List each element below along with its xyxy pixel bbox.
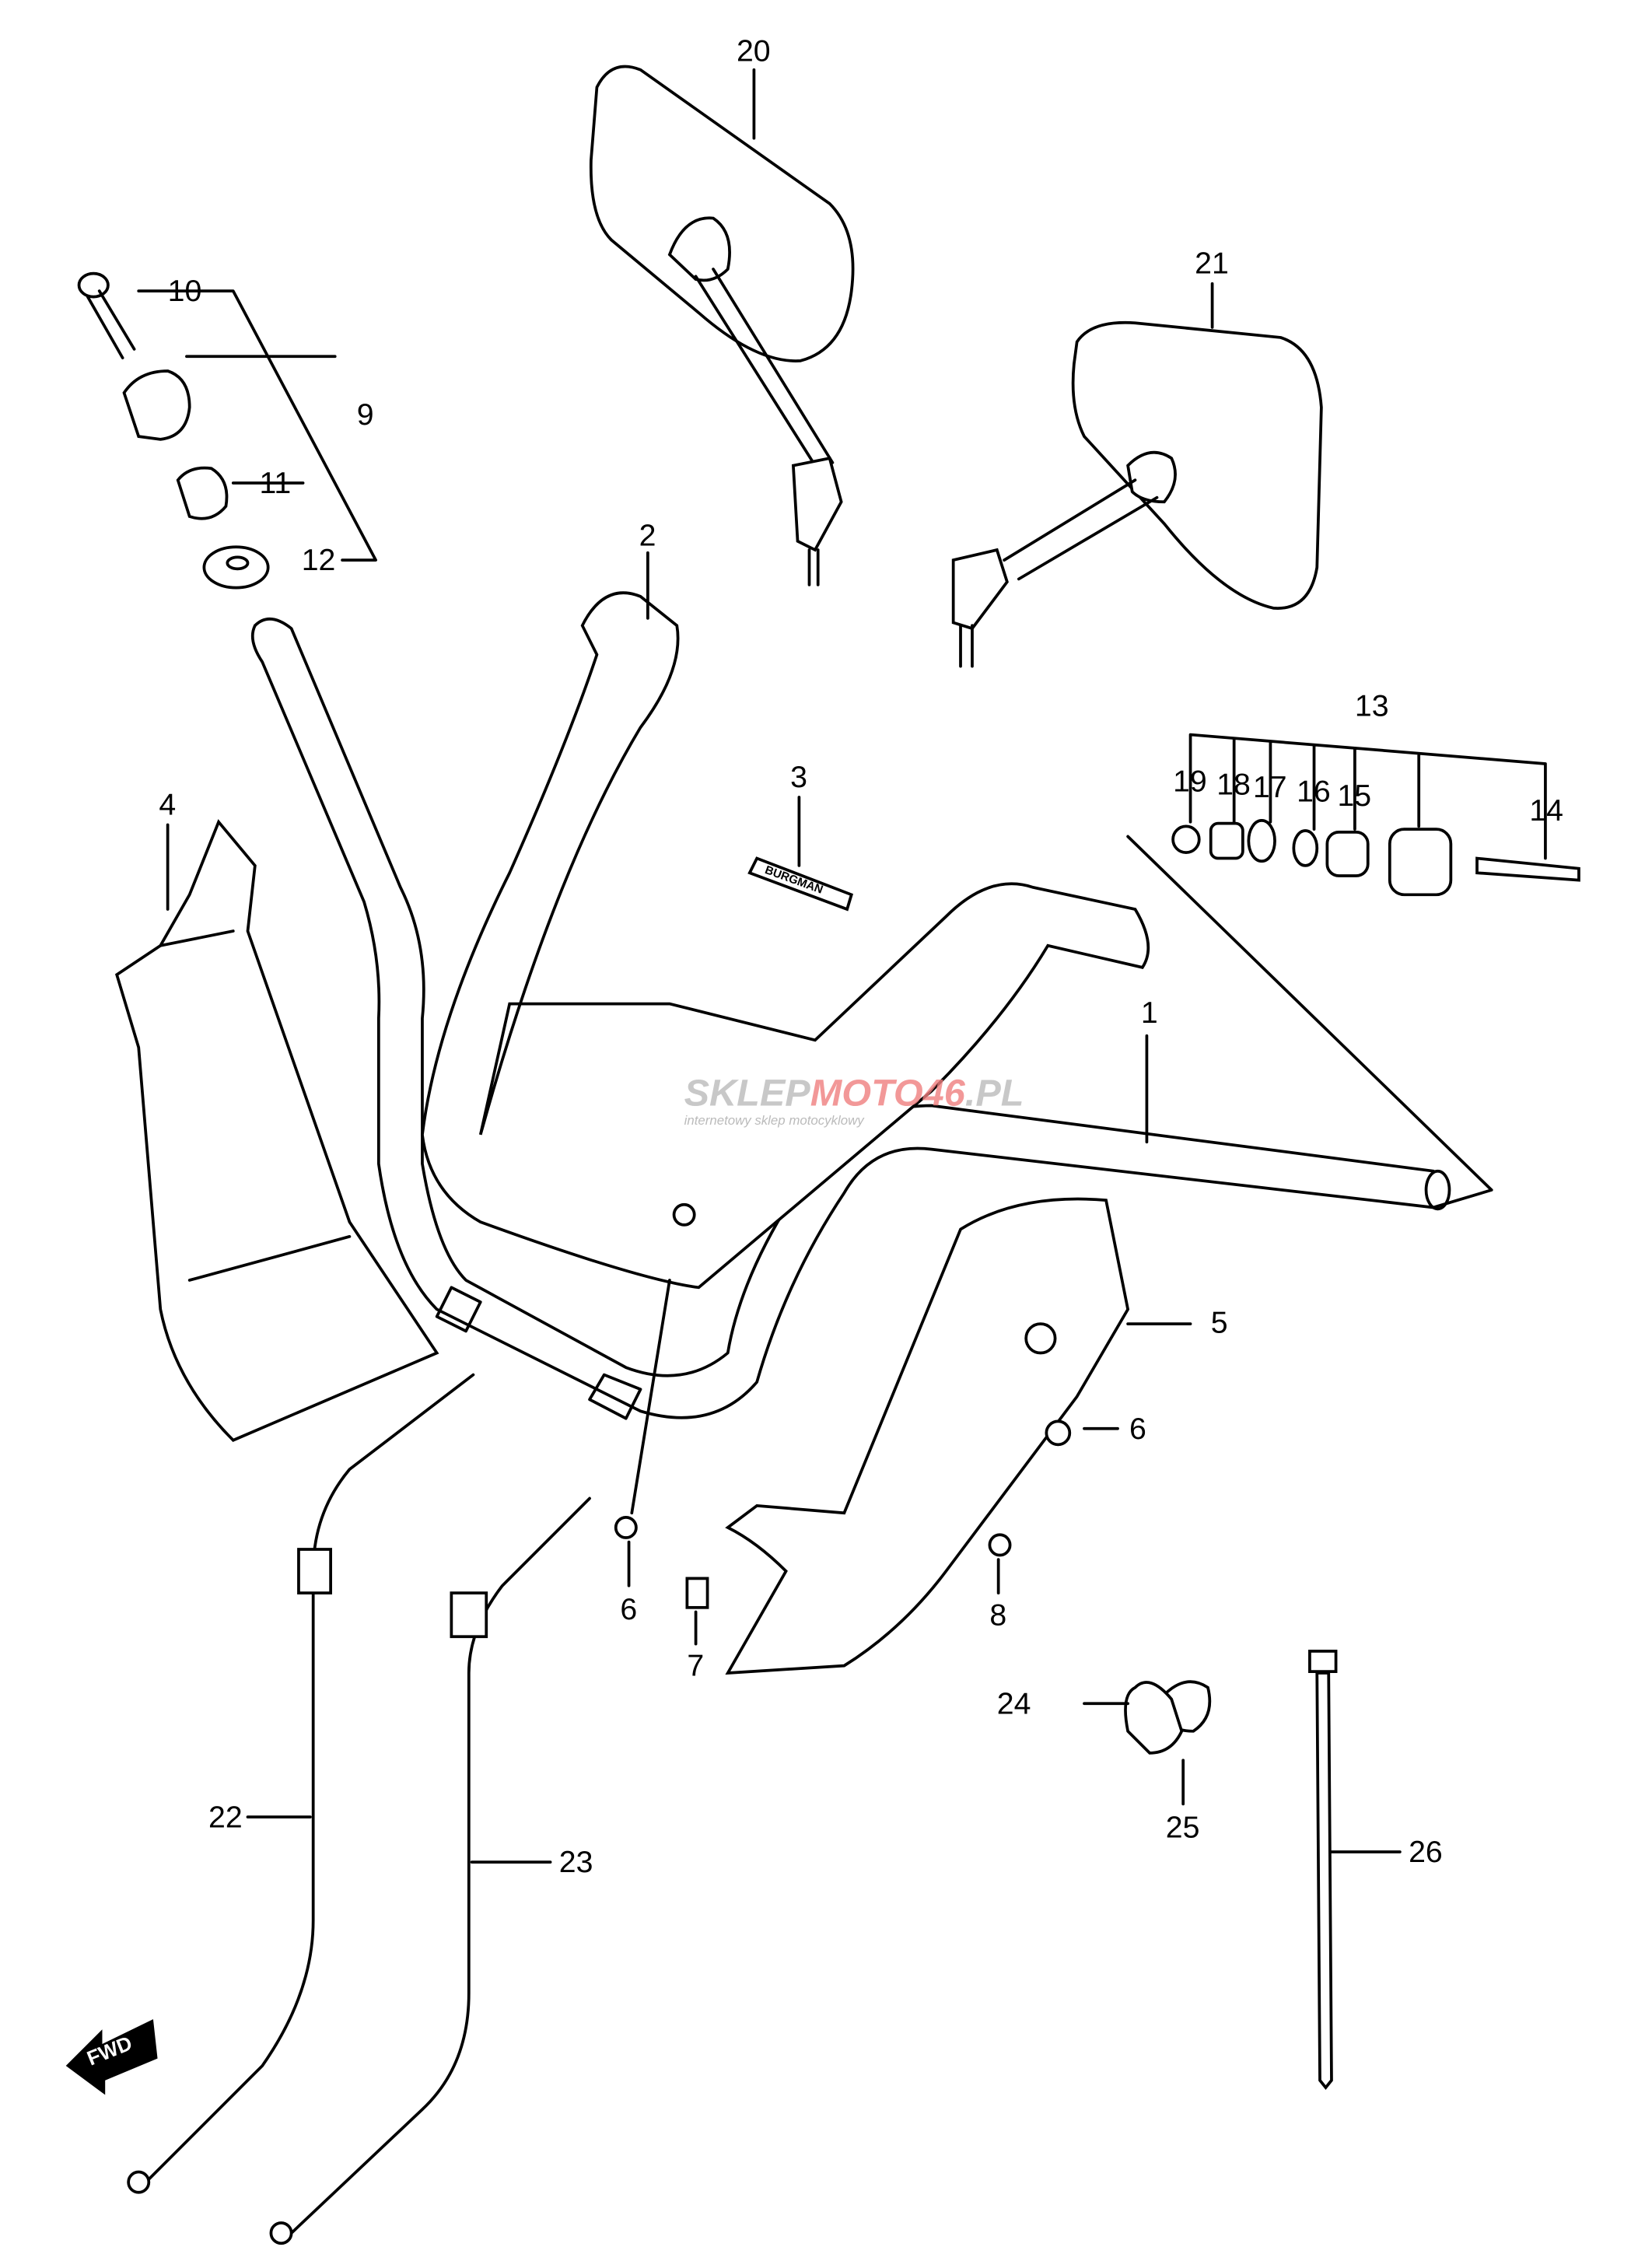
mirror-right xyxy=(951,320,1323,668)
label-16: 16 xyxy=(1297,775,1331,809)
label-19: 19 xyxy=(1173,765,1207,799)
cable-tie xyxy=(1308,1650,1338,2091)
throttle-cables xyxy=(127,1373,591,2245)
bushing-set xyxy=(1171,819,1580,897)
svg-text:SKLEPMOTO46.PL: SKLEPMOTO46.PL xyxy=(684,1073,1024,1115)
leader-9-12 xyxy=(137,289,377,562)
fwd-arrow-icon: FWD xyxy=(65,2019,158,2095)
label-22: 22 xyxy=(208,1800,243,1834)
label-15: 15 xyxy=(1337,779,1371,813)
label-23: 23 xyxy=(559,1845,593,1879)
label-12: 12 xyxy=(302,543,336,577)
label-25: 25 xyxy=(1166,1810,1200,1844)
watermark-tagline: internetowy sklep motocyklowy xyxy=(684,1113,866,1128)
label-24: 24 xyxy=(997,1686,1031,1720)
label-1: 1 xyxy=(1141,996,1158,1030)
label-18: 18 xyxy=(1216,767,1251,801)
label-17: 17 xyxy=(1253,770,1287,804)
label-2: 2 xyxy=(639,518,656,552)
emblem: BURGMAN xyxy=(747,856,854,912)
label-21: 21 xyxy=(1195,247,1229,281)
mirror-left xyxy=(589,65,855,586)
watermark: SKLEPMOTO46.PL internetowy sklep motocyk… xyxy=(684,1073,1024,1128)
label-7: 7 xyxy=(687,1649,704,1683)
label-20: 20 xyxy=(737,34,771,68)
label-13: 13 xyxy=(1355,688,1389,723)
label-14: 14 xyxy=(1529,793,1563,828)
handlebar-cover xyxy=(421,591,1150,1290)
bar-end-parts xyxy=(77,271,270,590)
label-10: 10 xyxy=(168,274,202,308)
label-6b: 6 xyxy=(620,1592,637,1626)
leader-13 xyxy=(1188,733,1547,860)
front-cover-left xyxy=(114,819,439,1442)
watermark-gray: SKLEP xyxy=(684,1073,811,1115)
label-4: 4 xyxy=(159,787,176,821)
label-11: 11 xyxy=(259,466,291,500)
label-6a: 6 xyxy=(1129,1412,1146,1446)
leader-1-13 xyxy=(1126,835,1493,1209)
front-cover-right xyxy=(725,1197,1130,1675)
label-26: 26 xyxy=(1409,1835,1443,1869)
label-5: 5 xyxy=(1211,1305,1228,1339)
label-8: 8 xyxy=(989,1598,1006,1632)
part-labels: 20 10 9 11 12 21 2 13 3 4 19 18 17 16 15… xyxy=(159,34,1563,1880)
watermark-suffix: .PL xyxy=(965,1073,1024,1115)
label-9: 9 xyxy=(357,397,374,432)
watermark-red: MOTO46 xyxy=(810,1073,966,1115)
label-3: 3 xyxy=(790,760,807,794)
